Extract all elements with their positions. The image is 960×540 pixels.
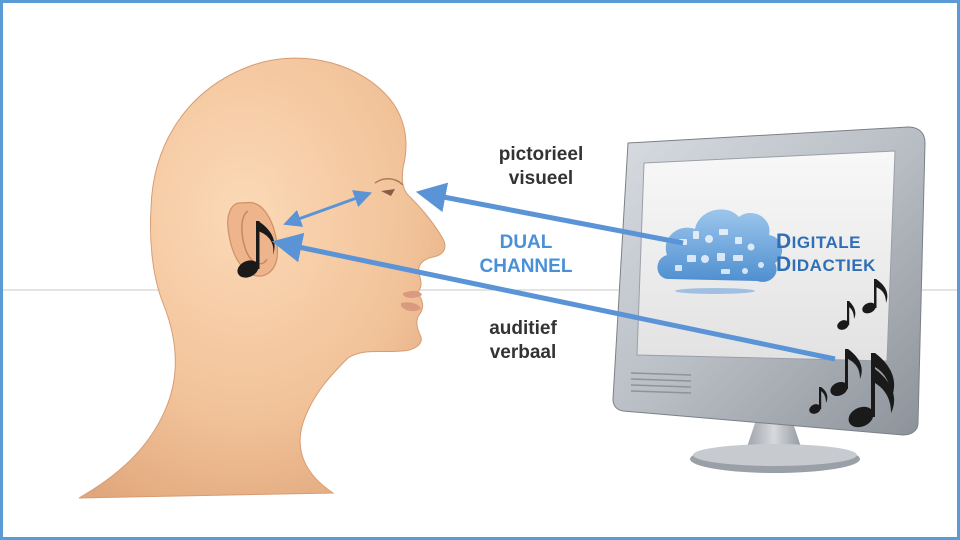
dual-label-line1: DUAL [499,232,553,253]
cloud-icon [657,209,783,294]
auditory-label-line2: verbaal [489,342,557,363]
visual-channel-arrows [283,182,684,246]
brand-line2: DIDACTIEK [776,254,876,277]
visual-label-line2: visueel [508,168,574,189]
visual-arrow [415,182,684,246]
visual-label-line1: pictorieel [498,144,584,165]
auditory-label-line1: auditief [489,318,557,339]
auditory-arrow [271,232,836,362]
brand-line1-initial: D [776,230,792,253]
visual-channel-label: pictorieel visueel [471,143,611,191]
screen-brand-title: DIGITALE DIDACTIEK [776,231,876,277]
eye-ear-link-arrow [283,190,373,227]
brand-line1: DIGITALE [776,231,876,254]
auditory-channel-label: auditief verbaal [458,317,588,365]
diagram-canvas [3,57,957,499]
dual-label-line2: CHANNEL [479,256,573,277]
auditory-channel-arrow [271,232,836,362]
brand-line2-rest: IDACTIEK [791,256,876,275]
head-silhouette [78,57,446,499]
brand-line2-initial: D [776,253,792,276]
music-notes-icon [809,279,895,428]
monitor [612,126,926,473]
ear-music-note-icon [237,221,275,278]
dual-channel-label: DUAL CHANNEL [461,231,591,279]
brand-line1-rest: IGITALE [791,233,861,252]
